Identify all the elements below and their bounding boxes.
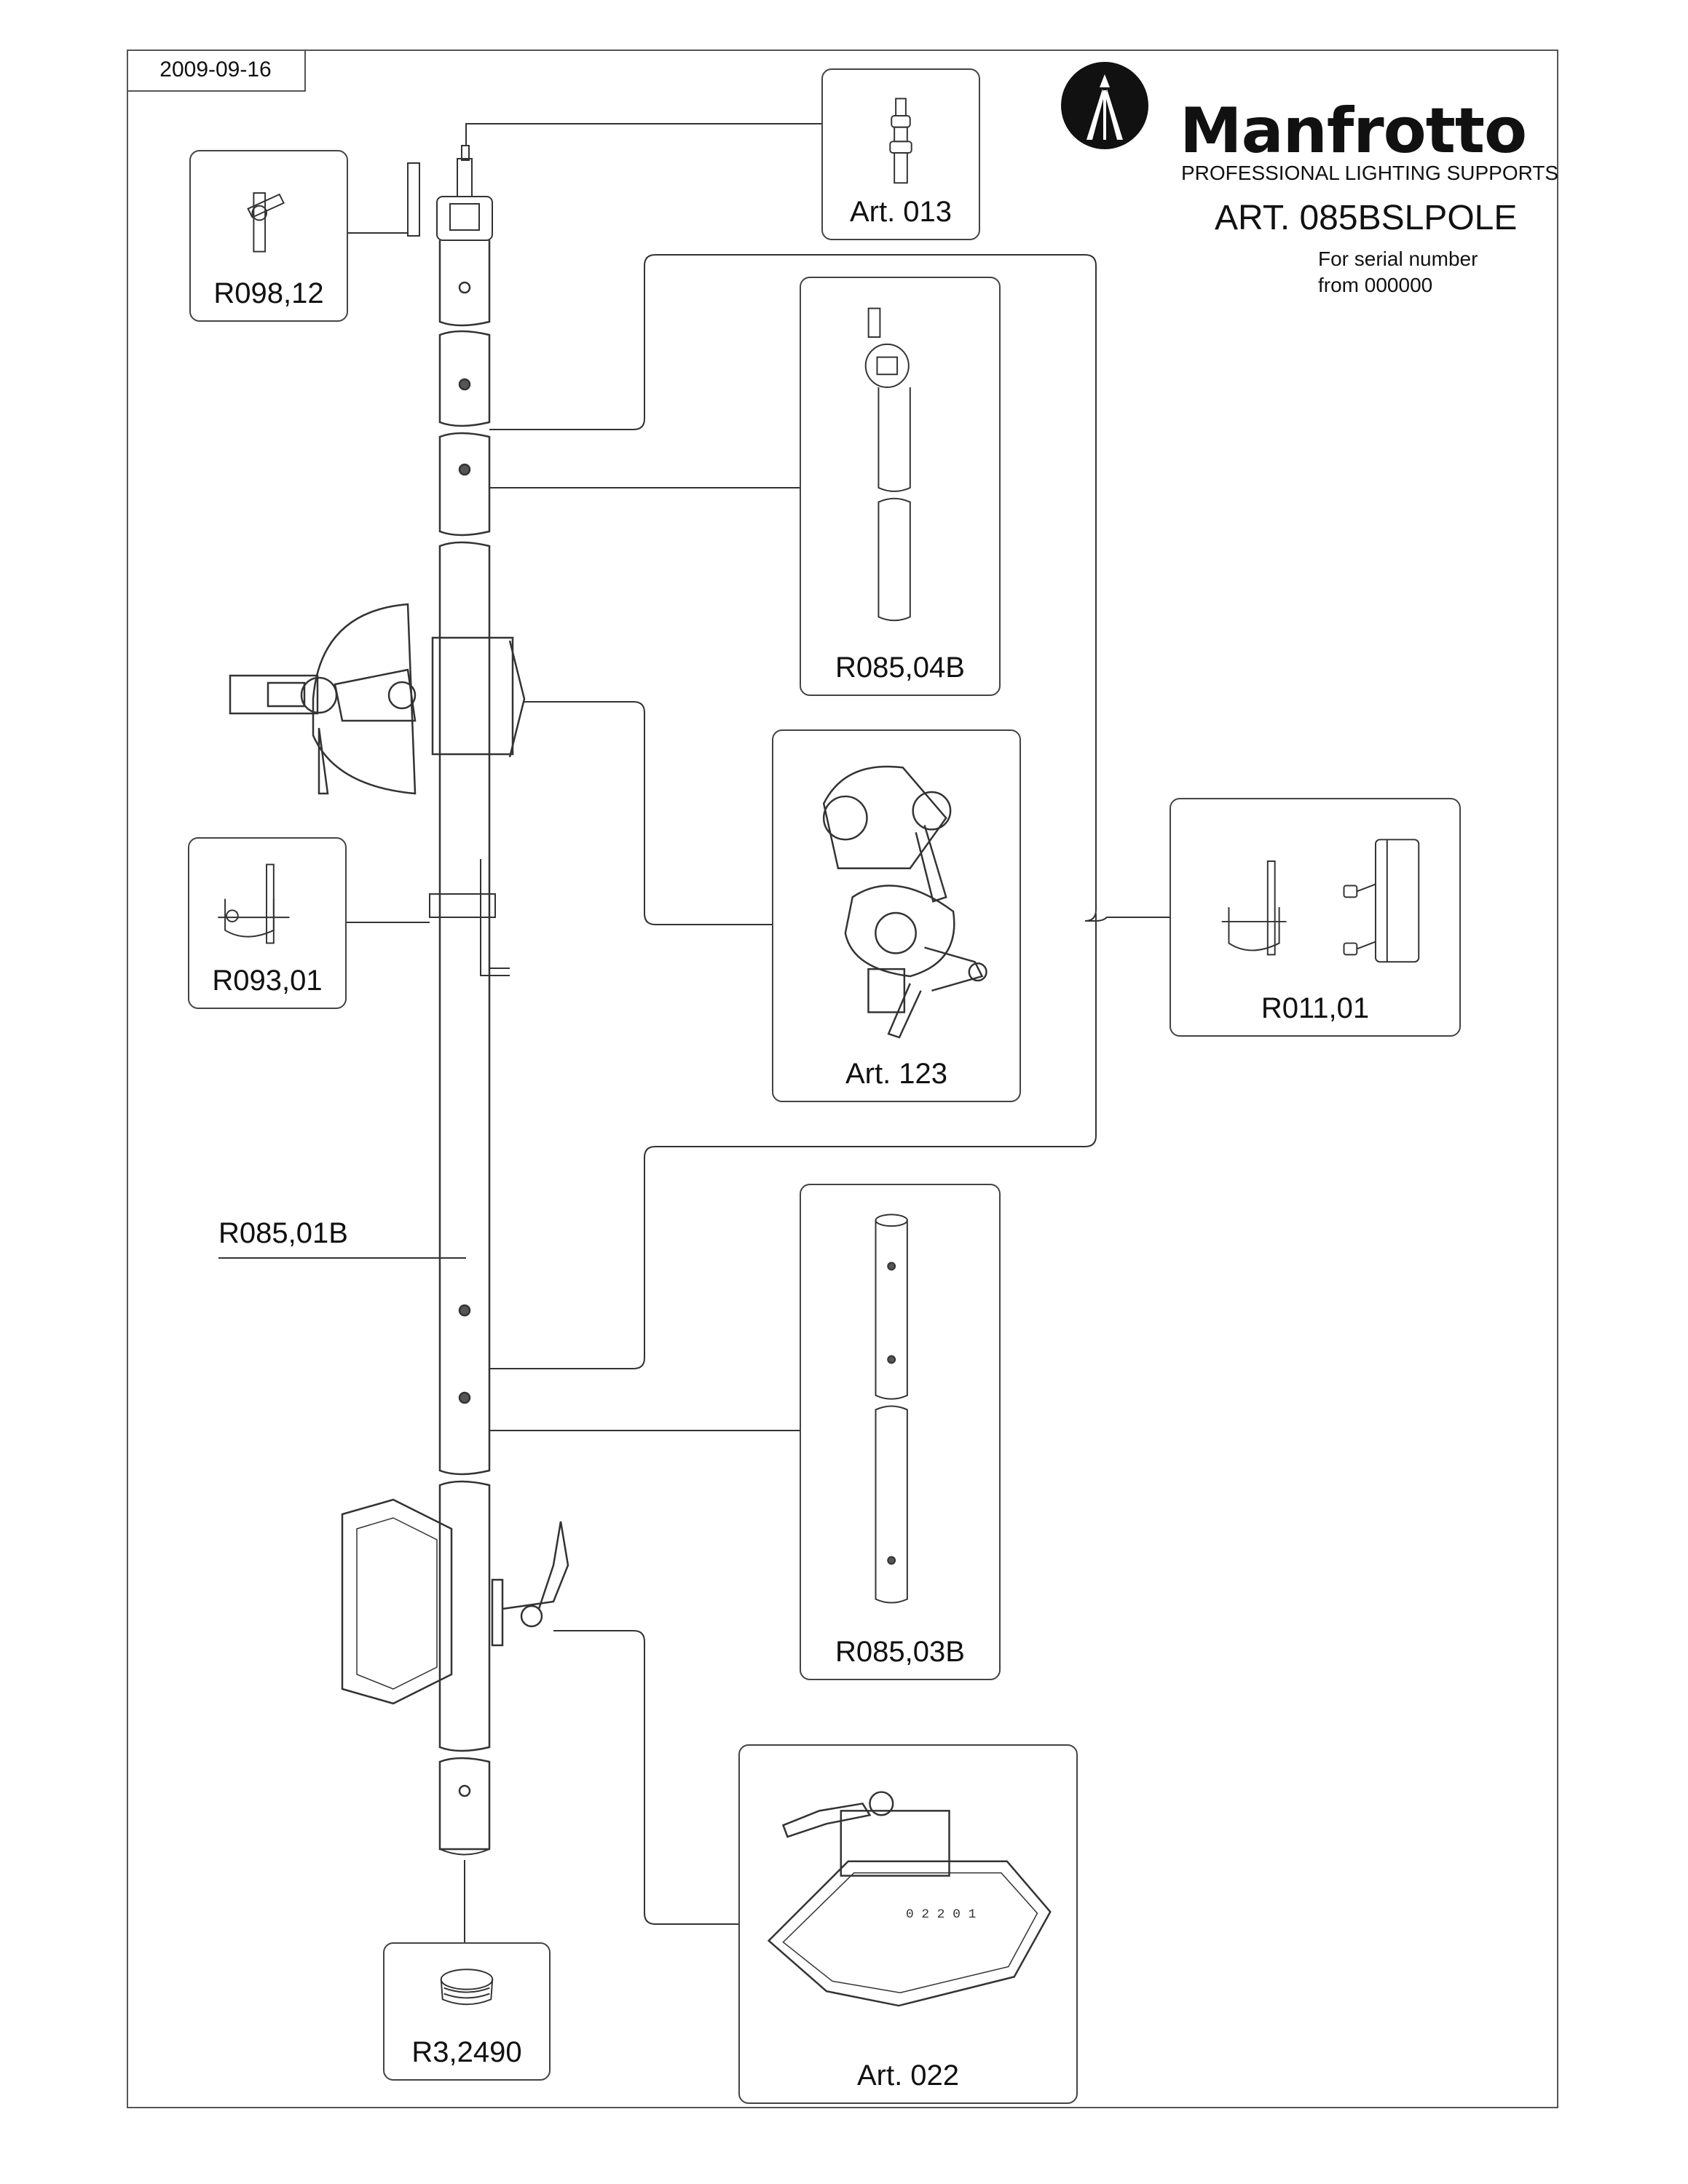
plate-digits: 0 2 2 0 1 <box>906 1907 976 1922</box>
leader-r011-01-upper <box>489 914 1097 1369</box>
leader-upper-tube <box>489 254 1097 922</box>
base-plate-icon: 0 2 2 0 1 <box>767 1791 1052 2007</box>
part-label-r085-03b: R085,03B <box>835 1636 965 1668</box>
main-pole <box>438 240 491 1851</box>
part-label-r011-01: R011,01 <box>1261 992 1370 1024</box>
serial-line-2: from 000000 <box>1318 274 1433 296</box>
part-box-art-123[interactable]: Art. 123 <box>772 729 1021 1102</box>
leader-r011-01 <box>1095 917 1171 922</box>
bracket-sleeve-icon <box>1221 839 1420 963</box>
lower-tube-icon <box>875 1214 908 1604</box>
serial-note: For serial number from 000000 <box>1318 246 1478 298</box>
locking-knob-icon <box>247 192 285 253</box>
upper-tube-icon <box>864 307 911 622</box>
pole-boom-clamp <box>229 603 526 795</box>
part-label-art-022: Art. 022 <box>856 2060 960 2092</box>
brand-tagline: PROFESSIONAL LIGHTING SUPPORTS <box>1181 162 1559 184</box>
article-title: ART. 085BSLPOLE <box>1215 199 1518 237</box>
part-label-r098-12: R098,12 <box>213 277 324 309</box>
drawing-frame <box>127 50 1558 2108</box>
part-box-r085-03b[interactable]: R085,03B <box>800 1184 1001 1680</box>
date-tab: 2009-09-16 <box>127 50 306 92</box>
serial-line-1: For serial number <box>1318 248 1478 270</box>
leader-art-022 <box>553 1630 738 1925</box>
hook-bracket-icon <box>218 863 290 944</box>
pole-top-head <box>407 145 493 241</box>
part-label-r085-01b: R085,01B <box>218 1217 348 1249</box>
spigot-icon <box>889 98 912 184</box>
part-label-r093-01: R093,01 <box>212 965 323 997</box>
swivel-clamp-icon <box>822 765 987 1039</box>
part-box-art-022[interactable]: 0 2 2 0 1 Art. 022 <box>738 1744 1078 2104</box>
part-box-r093-01[interactable]: R093,01 <box>188 837 347 1009</box>
part-box-r3-2490[interactable]: R3,2490 <box>383 1942 551 2081</box>
end-cap-icon <box>440 1969 494 2006</box>
part-box-r085-04b[interactable]: R085,04B <box>800 277 1001 696</box>
part-box-art-013[interactable]: Art. 013 <box>821 68 980 240</box>
brand-wordmark: Manfrotto <box>1180 95 1527 167</box>
part-label-r3-2490: R3,2490 <box>411 2036 522 2068</box>
part-label-art-013: Art. 013 <box>849 196 953 228</box>
manfrotto-tripod-logo-icon <box>1061 62 1148 149</box>
pole-base-clamp <box>341 1498 569 1705</box>
leader-art-123 <box>524 701 775 925</box>
part-box-r011-01[interactable]: R011,01 <box>1170 798 1461 1037</box>
leader-art-013 <box>465 123 823 146</box>
drawing-date: 2009-09-16 <box>159 58 272 82</box>
part-box-r098-12[interactable]: R098,12 <box>189 150 348 322</box>
part-label-art-123: Art. 123 <box>845 1058 948 1090</box>
part-label-r085-04b: R085,04B <box>835 652 965 684</box>
pole-bracket <box>429 859 510 976</box>
